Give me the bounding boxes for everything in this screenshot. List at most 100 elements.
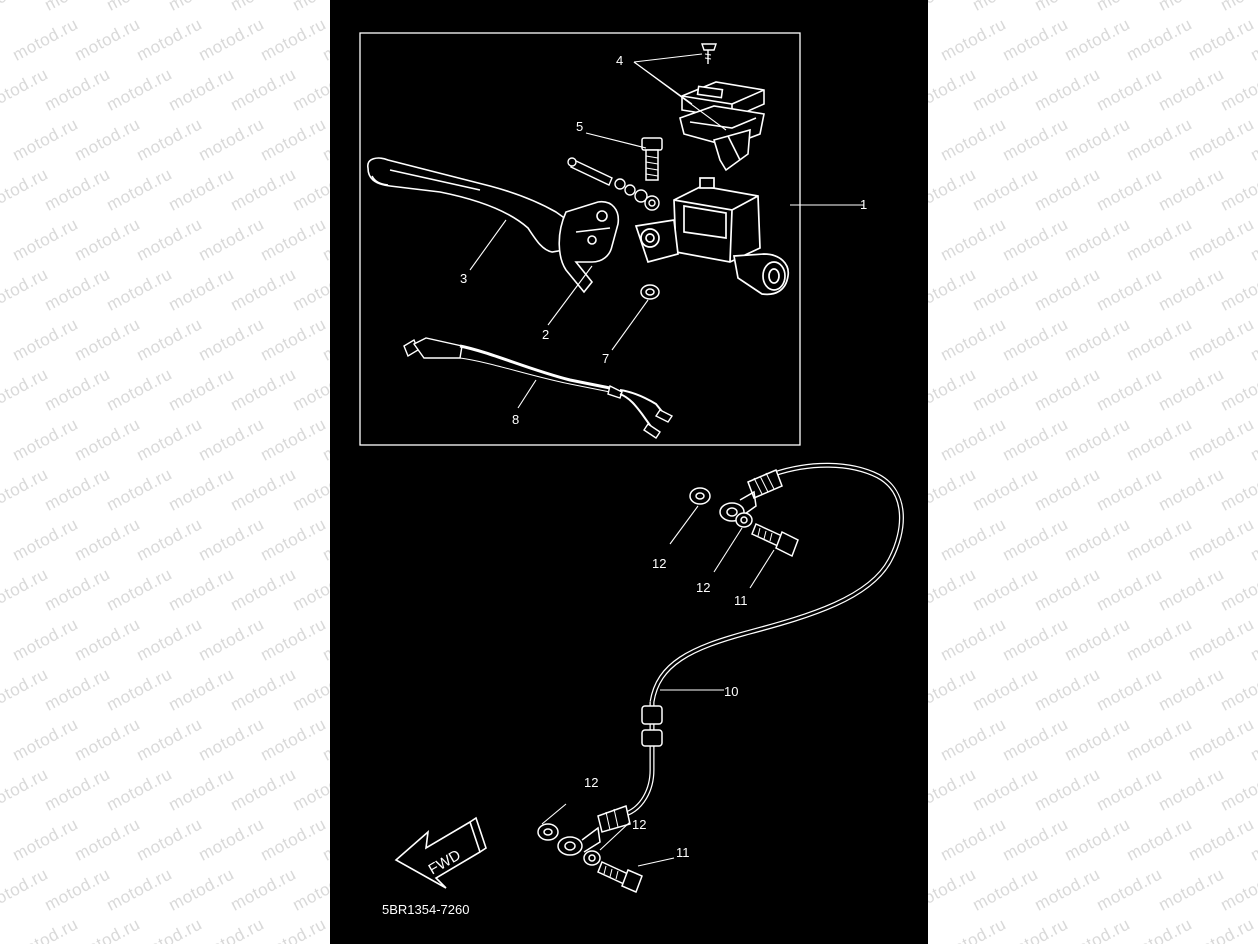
watermark-text: motod.ru: [928, 864, 980, 915]
watermark-text: motod.ru: [928, 164, 980, 215]
watermark-text: motod.ru: [1031, 464, 1104, 515]
rubber-boot: [640, 284, 660, 300]
watermark-text: motod.ru: [227, 864, 300, 915]
watermark-text: motod.ru: [999, 314, 1072, 365]
watermark-text: motod.ru: [969, 264, 1042, 315]
watermark-text: motod.ru: [41, 64, 114, 115]
watermark-text: motod.ru: [71, 814, 144, 865]
watermark-text: motod.ru: [1031, 664, 1104, 715]
watermark-text: motod.ru: [257, 714, 330, 765]
watermark-text: motod.ru: [195, 614, 268, 665]
watermark-text: motod.ru: [1217, 664, 1258, 715]
watermark-text: motod.ru: [937, 314, 1010, 365]
watermark-text: motod.ru: [1061, 914, 1134, 944]
watermark-text: motod.ru: [195, 114, 268, 165]
watermark-text: motod.ru: [1217, 264, 1258, 315]
watermark-text: motod.ru: [1093, 464, 1166, 515]
watermark-text: motod.ru: [1093, 864, 1166, 915]
watermark-text: motod.ru: [1155, 464, 1228, 515]
callout-10: 10: [724, 684, 739, 699]
master-cylinder-body: [634, 177, 790, 296]
watermark-text: motod.ru: [1155, 564, 1228, 615]
watermark-text: motod.ru: [289, 564, 330, 615]
watermark-text: motod.ru: [103, 264, 176, 315]
watermark-text: motod.ru: [1217, 64, 1258, 115]
watermark-text: motod.ru: [1123, 414, 1196, 465]
watermark-text: motod.ru: [195, 814, 268, 865]
watermark-text: motod.ru: [227, 164, 300, 215]
watermark-text: motod.ru: [165, 264, 238, 315]
watermark-text: motod.ru: [71, 414, 144, 465]
watermark-text: motod.ru: [165, 164, 238, 215]
watermark-text: motod.ru: [1061, 214, 1134, 265]
watermark-text: motod.ru: [1155, 864, 1228, 915]
watermark-text: motod.ru: [1123, 614, 1196, 665]
watermark-text: motod.ru: [1031, 864, 1104, 915]
watermark-text: motod.ru: [999, 714, 1072, 765]
watermark-text: motod.ru: [1093, 664, 1166, 715]
watermark-text: motod.ru: [195, 714, 268, 765]
watermark-text: motod.ru: [133, 414, 206, 465]
watermark-text: motod.ru: [41, 364, 114, 415]
watermark-text: motod.ru: [9, 14, 82, 65]
brake-hose: [624, 462, 904, 817]
watermark-text: motod.ru: [1217, 464, 1258, 515]
leader-lines-top: [469, 53, 864, 409]
watermark-text: motod.ru: [1185, 914, 1258, 944]
watermark-text: motod.ru: [257, 514, 330, 565]
pivot-bolt: [641, 137, 663, 181]
watermark-text: motod.ru: [999, 414, 1072, 465]
watermark-text: motod.ru: [1031, 0, 1103, 16]
watermark-text: motod.ru: [9, 114, 82, 165]
watermark-text: motod.ru: [289, 264, 330, 315]
watermark-text: motod.ru: [41, 664, 114, 715]
callout-12-upper-right: 12: [696, 580, 711, 595]
watermark-text: motod.ru: [103, 364, 176, 415]
watermark-text: motod.ru: [133, 14, 206, 65]
watermark-text: motod.ru: [928, 564, 980, 615]
watermark-text: motod.ru: [969, 464, 1042, 515]
watermark-text: motod.ru: [937, 214, 1010, 265]
watermark-text: motod.ru: [9, 514, 82, 565]
hose-fittings: [557, 469, 783, 856]
watermark-text: motod.ru: [41, 764, 114, 815]
watermark-text: motod.ru: [1061, 714, 1134, 765]
watermark-text: motod.ru: [1031, 164, 1104, 215]
watermark-text: motod.ru: [969, 664, 1042, 715]
watermark-text: motod.ru: [289, 764, 330, 815]
watermark-text: motod.ru: [195, 214, 268, 265]
watermark-text: motod.ru: [41, 0, 113, 16]
watermark-text: motod.ru: [257, 814, 330, 865]
watermark-text: motod.ru: [1185, 614, 1258, 665]
watermark-text: motod.ru: [928, 464, 980, 515]
watermark-text: motod.ru: [195, 914, 268, 944]
watermark-text: motod.ru: [969, 364, 1042, 415]
watermark-text: motod.ru: [103, 664, 176, 715]
watermark-text: motod.ru: [71, 514, 144, 565]
watermark-text: motod.ru: [1185, 814, 1258, 865]
watermark-text: motod.ru: [71, 114, 144, 165]
callout-7: 7: [602, 351, 610, 366]
watermark-text: motod.ru: [1123, 914, 1196, 944]
watermark-text: motod.ru: [165, 664, 238, 715]
watermark-text: motod.ru: [969, 64, 1042, 115]
watermark-text: motod.ru: [71, 914, 144, 944]
callout-5: 5: [576, 119, 584, 134]
watermark-text: motod.ru: [133, 214, 206, 265]
watermark-text: motod.ru: [165, 64, 238, 115]
watermark-text: motod.ru: [937, 914, 1010, 944]
watermark-text: motod.ru: [999, 514, 1072, 565]
lever-pivot-bracket: [558, 200, 620, 294]
watermark-text: motod.ru: [103, 164, 176, 215]
watermark-text: motod.ru: [289, 0, 330, 16]
callout-11-lower: 11: [676, 845, 690, 860]
watermark-text: motod.ru: [133, 814, 206, 865]
watermark-text: motod.ru: [969, 0, 1041, 16]
watermark-text: motod.ru: [0, 664, 52, 715]
watermark-text: motod.ru: [1217, 864, 1258, 915]
watermark-text: motod.ru: [1061, 14, 1134, 65]
watermark-text: motod.ru: [1061, 114, 1134, 165]
watermark-text: motod.ru: [133, 314, 206, 365]
